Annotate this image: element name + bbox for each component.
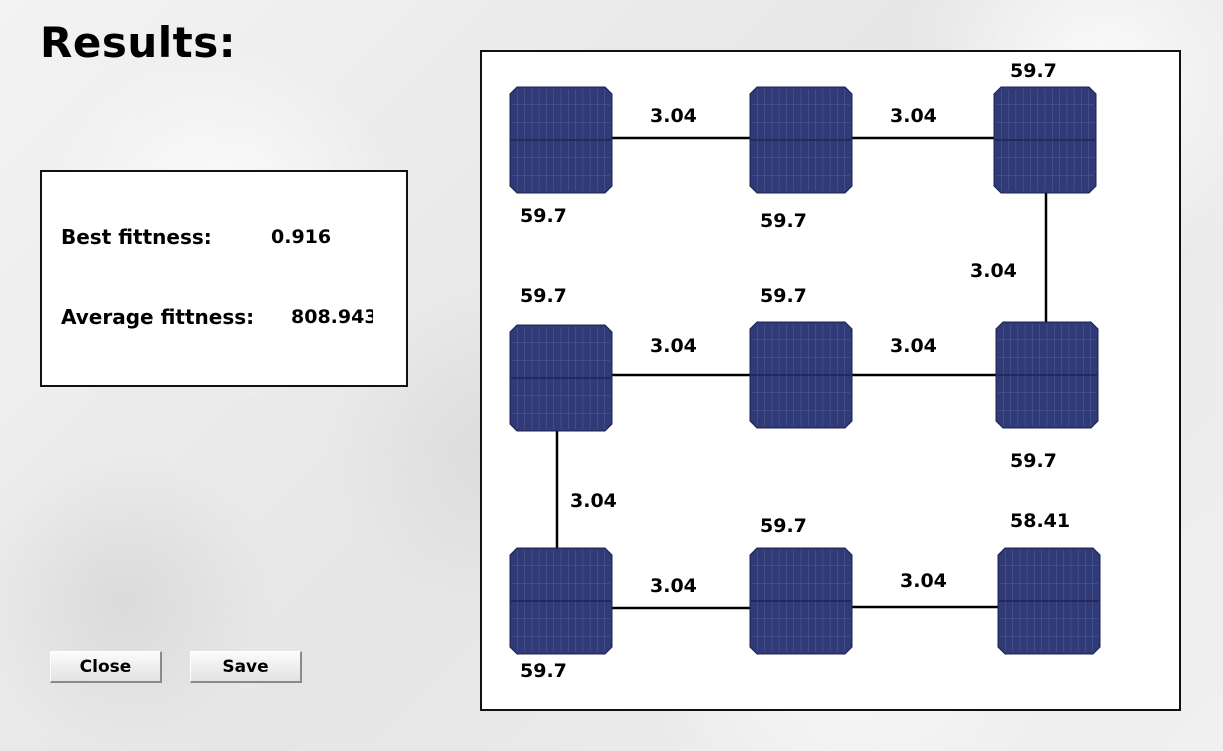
- panel-power-label: 58.41: [1010, 510, 1070, 532]
- solar-panel: [509, 86, 613, 194]
- panel-power-label: 59.7: [1010, 60, 1057, 82]
- save-button[interactable]: Save: [190, 651, 302, 683]
- connection-value-label: 3.04: [650, 335, 697, 357]
- best-fitness-label: Best fittness:: [61, 225, 212, 249]
- fitness-stats-panel: Best fittness: 0.916 Average fittness: 8…: [40, 170, 408, 387]
- panel-power-label: 59.7: [520, 205, 567, 227]
- page-title: Results:: [40, 18, 236, 67]
- panel-power-label: 59.7: [520, 660, 567, 682]
- panel-power-label: 59.7: [1010, 450, 1057, 472]
- connection-value-label: 3.04: [890, 335, 937, 357]
- solar-panel: [509, 547, 613, 655]
- panel-power-label: 59.7: [760, 210, 807, 232]
- solar-panel: [997, 547, 1101, 655]
- solar-panel: [995, 321, 1099, 429]
- connection-value-label: 3.04: [570, 490, 617, 512]
- close-button[interactable]: Close: [50, 651, 162, 683]
- connection-value-label: 3.04: [650, 575, 697, 597]
- connection-value-label: 3.04: [650, 105, 697, 127]
- average-fitness-value: 808.943: [291, 306, 373, 328]
- average-fitness-label: Average fittness:: [61, 305, 255, 329]
- connection-value-label: 3.04: [970, 260, 1017, 282]
- solar-panel: [749, 86, 853, 194]
- panel-layout-canvas: 59.7 59.7 59.7 59.7 59.7 59.7 59.7 59.7 58.41 3.0…: [480, 50, 1181, 711]
- connection-value-label: 3.04: [890, 105, 937, 127]
- connection-value-label: 3.04: [900, 570, 947, 592]
- solar-panel: [749, 547, 853, 655]
- panel-power-label: 59.7: [760, 285, 807, 307]
- panel-power-label: 59.7: [760, 515, 807, 537]
- best-fitness-value: 0.916: [271, 226, 332, 248]
- panel-layout-svg: 59.7 59.7 59.7 59.7 59.7 59.7 59.7 59.7 58.41 3.0…: [509, 60, 1101, 682]
- solar-panel: [993, 86, 1097, 194]
- solar-panel: [749, 321, 853, 429]
- panel-power-label: 59.7: [520, 285, 567, 307]
- solar-panel: [509, 324, 613, 432]
